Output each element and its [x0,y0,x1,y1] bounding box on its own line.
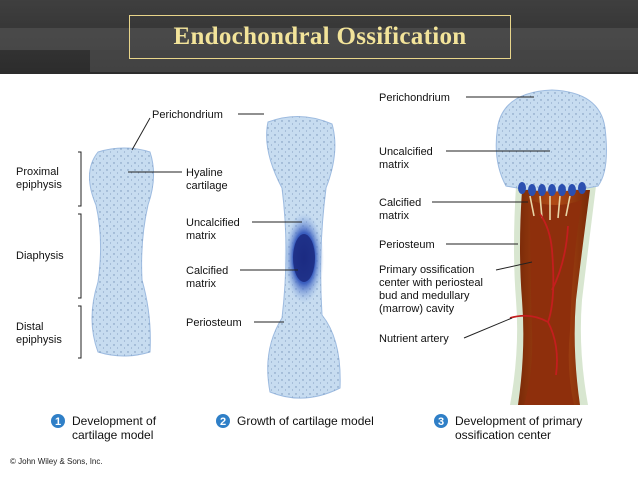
title-frame: Endochondral Ossification [129,15,511,59]
slide-title: Endochondral Ossification [173,23,467,50]
label-calcified-matrix-3b: matrix [379,210,409,222]
caption-3: 3 Development of primary ossification ce… [434,414,582,442]
label-calcified-matrix-3: Calcified [379,197,421,209]
label-proximal-epiphysis: Proximal [16,166,59,178]
label-primary-center-4: (marrow) cavity [379,303,455,315]
label-diaphysis: Diaphysis [16,250,64,262]
copyright: © John Wiley & Sons, Inc. [10,457,103,466]
label-calcified-matrix-2b: matrix [186,278,216,290]
label-uncalcified-matrix-2b: matrix [186,230,216,242]
label-proximal-epiphysis-2: epiphysis [16,179,62,191]
label-distal-epiphysis-2: epiphysis [16,334,62,346]
region-brackets [78,151,82,359]
header-stripe [90,50,638,72]
leader-line [463,317,513,339]
label-hyaline-cartilage: Hyaline [186,167,223,179]
header-stripe [0,28,638,50]
leader-line [495,261,533,271]
label-hyaline-cartilage-2: cartilage [186,180,228,192]
caption-2: 2 Growth of cartilage model [216,414,374,428]
svg-text:3: 3 [438,416,444,428]
bone-model-3 [495,89,607,405]
caption-3-line-2: ossification center [455,428,551,442]
leader-line [131,117,151,151]
caption-1-line-1: Development of [72,414,157,428]
label-uncalcified-matrix-3b: matrix [379,159,409,171]
step-number-icon [434,414,448,428]
step-number-icon [51,414,65,428]
label-perichondrium-1: Perichondrium [152,109,223,121]
label-perichondrium-3: Perichondrium [379,92,450,104]
label-primary-center-3: bud and medullary [379,290,470,302]
label-calcified-matrix-2: Calcified [186,265,228,277]
nutrient-artery-vessels [509,213,569,376]
title-bar: Endochondral Ossification [0,0,638,74]
chondrocyte-columns [518,182,586,196]
cartilage-model-2 [266,115,341,399]
caption-3-line-1: Development of primary [455,414,582,428]
label-periosteum-2: Periosteum [186,317,242,329]
caption-1: 1 Development of cartilage model [51,414,157,442]
label-distal-epiphysis: Distal [16,321,44,333]
label-periosteum-3: Periosteum [379,239,435,251]
svg-text:2: 2 [220,416,226,428]
caption-1-line-2: cartilage model [72,428,153,442]
label-uncalcified-matrix-2: Uncalcified [186,217,240,229]
label-nutrient-artery: Nutrient artery [379,333,449,345]
label-primary-center-2: center with periosteal [379,277,483,289]
step-number-icon [216,414,230,428]
label-primary-center-1: Primary ossification [379,264,474,276]
cartilage-model-1 [89,147,154,357]
label-uncalcified-matrix-3: Uncalcified [379,146,433,158]
svg-text:1: 1 [55,416,61,428]
caption-2-line-1: Growth of cartilage model [237,414,374,428]
